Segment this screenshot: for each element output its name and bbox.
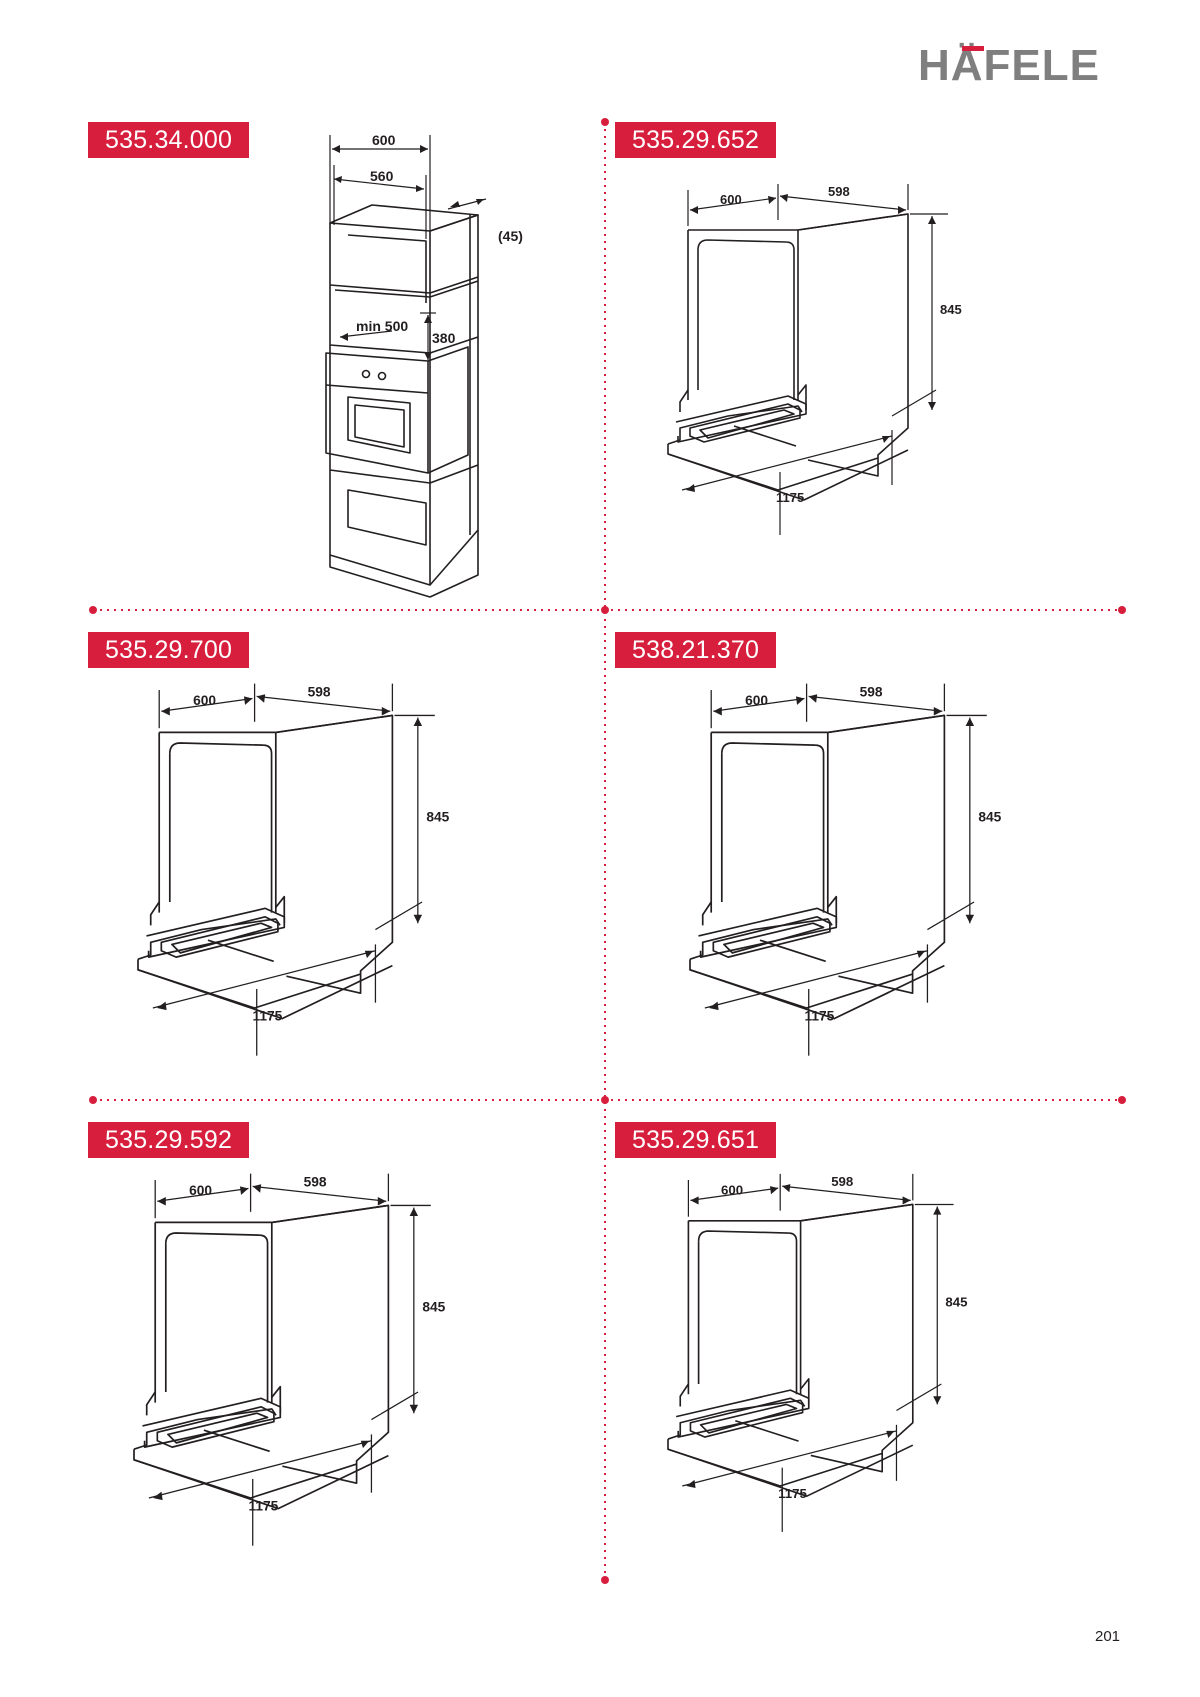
- dishwasher-diagram: 600 598 845 1175: [667, 1173, 968, 1532]
- product-code-label: 535.29.700: [88, 632, 250, 668]
- dishwasher-diagram: 600 598 845 1175: [137, 683, 450, 1056]
- dishwasher-depth-label: 598: [831, 1174, 853, 1189]
- dishwasher-height-label: 845: [940, 302, 962, 317]
- product-code-label: 535.29.651: [615, 1122, 777, 1158]
- dishwasher-open-depth-label: 1175: [248, 1499, 278, 1514]
- hafele-logo: HÄFELE: [918, 42, 1123, 90]
- dishwasher-width-label: 600: [189, 1183, 212, 1198]
- dishwasher-width-label: 600: [721, 1182, 743, 1197]
- dishwasher-depth-label: 598: [308, 684, 331, 699]
- dishwasher-height-label: 845: [945, 1294, 967, 1309]
- dishwasher-height-label: 845: [422, 1299, 445, 1314]
- dishwasher-height-label: 845: [426, 809, 449, 824]
- dishwasher-depth-label: 598: [304, 1174, 327, 1189]
- dishwasher-width-label: 600: [193, 693, 216, 708]
- dishwasher-open-depth-label: 1175: [252, 1009, 282, 1024]
- oven-height-label: 380: [432, 330, 456, 346]
- dishwasher-open-depth-label: 1175: [778, 1486, 807, 1501]
- dishwasher-diagram: 600 598 845 1175: [133, 1173, 446, 1546]
- dishwasher-width-label: 600: [745, 693, 768, 708]
- product-code-label: 535.34.000: [88, 122, 250, 158]
- dishwasher-open-depth-label: 1175: [804, 1009, 834, 1024]
- oven-inner-width-label: 560: [370, 168, 394, 184]
- oven-angle-label: (45): [498, 228, 523, 244]
- brand-name: HÄFELE: [918, 41, 1100, 90]
- oven-width-label: 600: [372, 132, 396, 148]
- dishwasher-depth-label: 598: [828, 184, 850, 199]
- dishwasher-open-depth-label: 1175: [776, 490, 804, 505]
- dishwasher-width-label: 600: [720, 192, 742, 207]
- dishwasher-diagram: 600 598 845 1175: [667, 184, 962, 535]
- product-code-label: 535.29.652: [615, 122, 777, 158]
- dishwasher-depth-label: 598: [860, 684, 883, 699]
- product-code-label: 535.29.592: [88, 1122, 250, 1158]
- oven-cabinet-diagram: 600 560 (45) min 500 380: [325, 132, 523, 598]
- product-code-label: 538.21.370: [615, 632, 777, 668]
- dishwasher-height-label: 845: [978, 809, 1001, 824]
- oven-min-depth-label: min 500: [356, 318, 408, 334]
- dishwasher-diagram: 600 598 845 1175: [689, 683, 1002, 1056]
- logo-accent-mark: [962, 46, 984, 51]
- page-number: 201: [1095, 1628, 1121, 1645]
